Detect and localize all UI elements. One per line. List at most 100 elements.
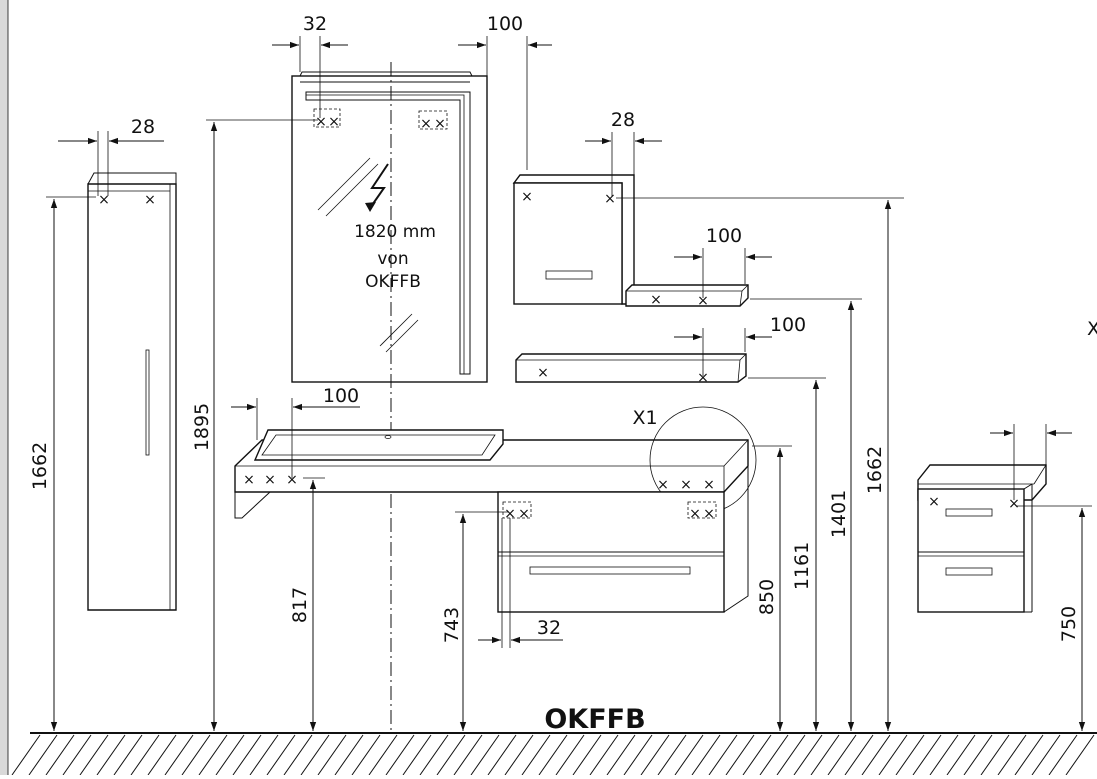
drain-icon: [384, 435, 392, 439]
hatch-line: [997, 734, 1027, 776]
mounting-point-icon: ×: [264, 472, 276, 488]
hatch-line: [878, 734, 908, 776]
mounting-point-icon: ×: [697, 370, 709, 386]
hatch-line: [436, 734, 466, 776]
hatch-line: [402, 734, 432, 776]
hatch-line: [657, 734, 687, 776]
hatch-line: [538, 734, 568, 776]
column-height-dimension: 1662: [29, 196, 96, 731]
mounting-point-icon: ×: [144, 192, 156, 208]
hatch-line: [28, 734, 58, 776]
side-unit-height-dimension: 750: [1016, 505, 1092, 731]
mirror-right-offset-dimension: 100: [458, 13, 552, 170]
hatch-line: [45, 734, 75, 776]
upper-shelf-height-label: 1401: [828, 490, 850, 538]
svg-text:×: ×: [434, 116, 446, 132]
mounting-point-icon: ×: [680, 477, 692, 493]
mounting-point-icon: ×: [1008, 496, 1020, 512]
side-unit-marker-dimension: [990, 424, 1072, 500]
hatch-line: [385, 734, 415, 776]
mounting-point-icon: ×: [286, 472, 298, 488]
vanity-left-offset-dimension: 100: [231, 385, 360, 478]
hatch-line: [79, 734, 109, 776]
hatch-line: [1014, 734, 1044, 776]
hatch-line: [844, 734, 874, 776]
hatch-line: [895, 734, 925, 776]
wall-cabinet: × ×: [512, 174, 635, 305]
mirror-height-dimension: 1895: [191, 119, 318, 731]
floor-hatching: [11, 734, 1095, 776]
column-height-label: 1662: [29, 442, 51, 490]
hatch-line: [198, 734, 228, 776]
hatch-line: [215, 734, 245, 776]
svg-text:×: ×: [420, 116, 432, 132]
mirror-height-label: 1895: [191, 403, 213, 451]
hatch-line: [470, 734, 500, 776]
tall-column-cabinet: × ×: [87, 172, 177, 611]
upper-shelf-offset-dimension: 100: [674, 225, 772, 298]
hatch-line: [113, 734, 143, 776]
hatch-line: [317, 734, 347, 776]
svg-text:×: ×: [703, 506, 715, 522]
hatch-line: [419, 734, 449, 776]
counter-height-label: 850: [756, 579, 778, 615]
mirror-note-line3: OKFFB: [365, 272, 421, 292]
svg-text:×: ×: [328, 114, 340, 130]
mirror-bracket-right: × ×: [418, 110, 448, 132]
hatch-line: [827, 734, 857, 776]
mounting-point-icon: ×: [697, 293, 709, 309]
mounting-point-icon: ×: [98, 192, 110, 208]
mirror-bracket-spacing-dimension: 32: [272, 13, 348, 118]
column-handle: [145, 349, 150, 456]
mounting-point-icon: ×: [657, 477, 669, 493]
hatch-line: [742, 734, 772, 776]
lower-shelf-height-label: 1161: [791, 542, 813, 590]
upper-shelf-height-dimension: 1401: [750, 298, 862, 731]
hatch-line: [946, 734, 976, 776]
lower-shelf-offset-label: 100: [770, 314, 806, 336]
vanity-bracket-spacing-dimension: 32: [478, 518, 563, 648]
hatch-line: [929, 734, 959, 776]
hatch-line: [776, 734, 806, 776]
floor: OKFFB: [11, 704, 1097, 776]
hatch-line: [810, 734, 840, 776]
hatch-line: [147, 734, 177, 776]
mirror-bracket-left: × ×: [313, 108, 341, 130]
floor-label: OKFFB: [544, 704, 645, 735]
counter-height-dimension: 850: [752, 445, 792, 731]
hatch-line: [164, 734, 194, 776]
hatch-line: [300, 734, 330, 776]
hatch-line: [1065, 734, 1095, 776]
hatch-line: [555, 734, 585, 776]
drawer-handle: [529, 566, 691, 575]
hatch-line: [232, 734, 262, 776]
hatch-line: [96, 734, 126, 776]
mirror-bracket-spacing-label: 32: [303, 13, 327, 35]
vanity-bracket-right: × ×: [687, 501, 717, 522]
hatch-line: [623, 734, 653, 776]
hatch-line: [334, 734, 364, 776]
vanity-bracket-spacing-label: 32: [537, 617, 561, 639]
mounting-point-icon: ×: [604, 191, 616, 207]
drawer-handle: [945, 567, 993, 576]
lower-shelf-height-dimension: 1161: [748, 377, 826, 731]
lower-shelf: × ×: [515, 353, 747, 386]
hatch-line: [351, 734, 381, 776]
hatch-line: [1048, 734, 1078, 776]
svg-text:×: ×: [689, 506, 701, 522]
drawer-handle: [945, 508, 993, 517]
hatch-line: [130, 734, 160, 776]
hatch-line: [980, 734, 1010, 776]
wall-cabinet-marker-label: 28: [611, 109, 635, 131]
upper-shelf: × ×: [625, 284, 749, 309]
mounting-point-icon: ×: [703, 477, 715, 493]
column-marker-dimension: 28: [58, 116, 164, 196]
lightning-bolt-icon: [365, 163, 389, 212]
frame-strip: [0, 0, 8, 775]
hatch-line: [487, 734, 517, 776]
hatch-line: [181, 734, 211, 776]
wall-cabinet-height-label: 1662: [864, 446, 886, 494]
wall-cabinet-handle: [545, 270, 593, 280]
